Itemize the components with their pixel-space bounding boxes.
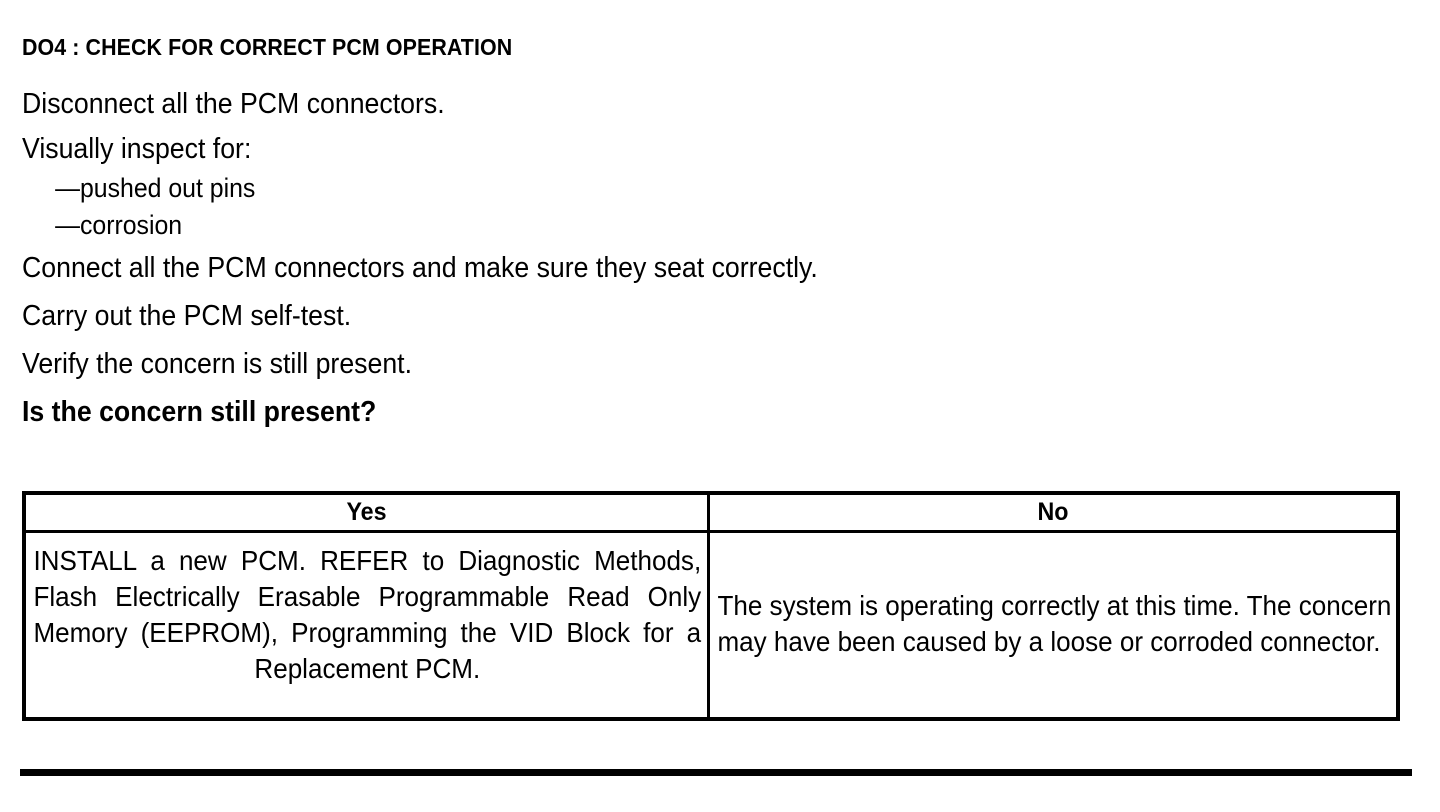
procedure-steps-list: Disconnect all the PCM connectors. Visua… <box>22 80 1402 436</box>
procedure-step-visually-inspect: Visually inspect for: <box>22 133 252 165</box>
column-header-no-label: No <box>1037 498 1069 526</box>
decision-table-cell-no: The system is operating correctly at thi… <box>710 533 1396 717</box>
decision-table-header-row: Yes No <box>26 495 1396 533</box>
procedure-step-disconnect: Disconnect all the PCM connectors. <box>22 88 445 120</box>
column-header-yes-label: Yes <box>346 498 387 526</box>
decision-question: Is the concern still present? <box>22 396 377 428</box>
procedure-bullet-pushed-out-pins: —pushed out pins <box>55 173 256 203</box>
decision-table-cell-no-text: The system is operating correctly at thi… <box>717 590 1392 657</box>
decision-table-cell-yes: INSTALL a new PCM. REFER to Diagnostic M… <box>26 533 710 717</box>
bottom-horizontal-rule <box>20 769 1412 776</box>
decision-table-body-row: INSTALL a new PCM. REFER to Diagnostic M… <box>26 533 1396 717</box>
decision-table-header-yes: Yes <box>26 495 710 530</box>
procedure-step-connect: Connect all the PCM connectors and make … <box>22 252 818 284</box>
procedure-step-self-test: Carry out the PCM self-test. <box>22 300 352 332</box>
procedure-step-verify: Verify the concern is still present. <box>22 348 413 380</box>
section-title: DO4 : CHECK FOR CORRECT PCM OPERATION <box>22 34 513 60</box>
decision-table: Yes No INSTALL a new PCM. REFER to Diagn… <box>22 491 1400 721</box>
procedure-bullet-corrosion: —corrosion <box>55 210 183 240</box>
decision-table-cell-yes-text: INSTALL a new PCM. REFER to Diagnostic M… <box>33 545 702 684</box>
decision-table-header-no: No <box>710 495 1396 530</box>
